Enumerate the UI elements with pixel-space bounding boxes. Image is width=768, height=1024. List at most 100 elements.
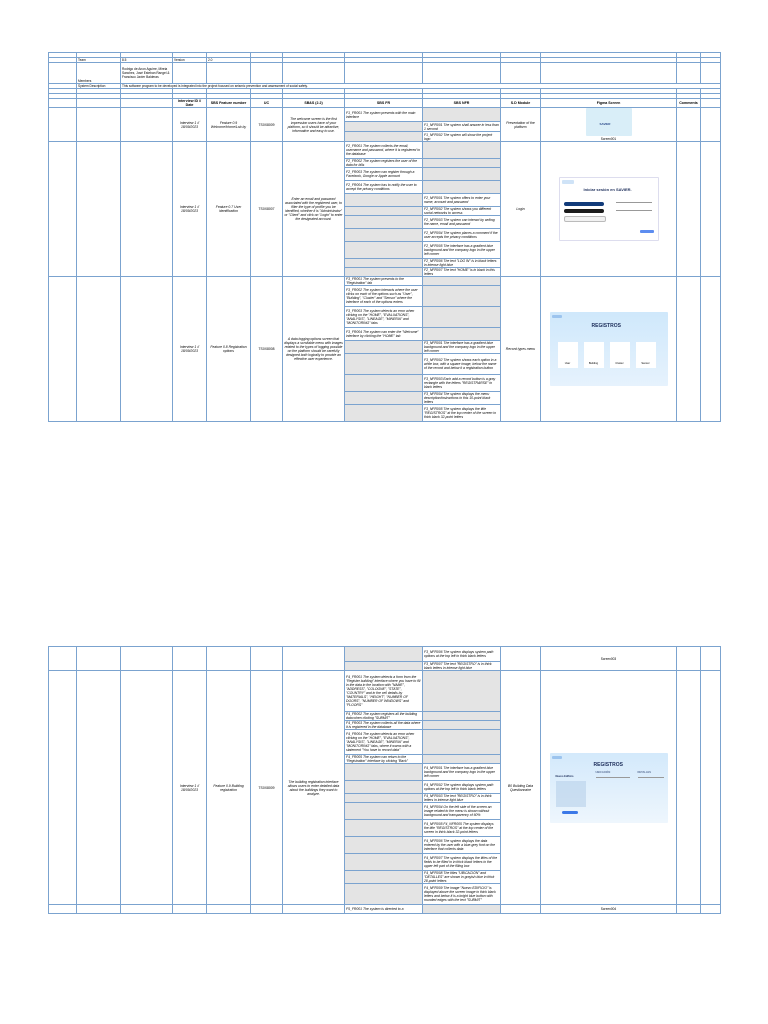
row4-nfr-8: F4_NFR009 The image "Nuevo EDIFICIO" is … [422,883,501,905]
row2-nfr-3: F2_NFR004 The system places a comment if… [422,228,501,242]
social-login-button-1 [563,202,604,206]
row2-fr-2: F2_FR003 The system can register through… [344,167,423,181]
header-uc: UC [250,98,283,108]
header-feature: SBS Feature number [206,98,251,108]
header-sbs: SB&S (2.2) [282,98,345,108]
logo-icon [551,755,562,759]
row2-nfr-0: F2_NFR001 The system offers to enter you… [422,193,501,207]
row3-fr-0: F3_FR001 The system presents to the "Reg… [344,276,423,286]
row3-module: Record types menu [500,276,541,422]
figma-screenshot-login: Iniciar sesión en SAVIER. [558,177,659,241]
row5-fr-0: F5_FR001 The system is directed to a [344,904,423,914]
detalles-heading: DETALLES [637,770,652,774]
row3-fr-3: F3_FR004 The system can enter the "Welco… [344,327,423,341]
row4-screen-caption: Screen004 [540,904,677,914]
row2-interview: Interview 1 // 18/09/2023 [172,141,207,277]
row4-nfr-2: F4_NFR003 The text "REGISTRO" is in thic… [422,793,501,803]
row4-nfr-1: F4_NFR002 The system displays system pat… [422,780,501,794]
row3-feature: Feature 0.8 Registration options [206,276,251,422]
row1-figma-cell: SAVIER Screen001 [540,107,677,142]
row3-interview: Interview 1 // 18/09/2023 [172,276,207,422]
row2-fr-3: F2_FR004 The system has to notify the us… [344,180,423,194]
requirements-table-page-1: Team 8.5 Version 2.0 Members Rodrigo de … [48,52,721,422]
header-interview: Interview ID // Date [172,98,207,108]
row4-fr-3: F4_FR004 The system detects an error whe… [344,729,423,755]
header-fr: SBS FR [344,98,423,108]
row2-fr-0: F2_FR001 The system collects the email, … [344,141,423,159]
detalles-fields [637,776,664,814]
option-card-cluster: Cluster [609,342,630,368]
members-value: Rodrigo de Anon Aguirre, Mireia Sanchez,… [120,62,173,84]
option-card-user: User [557,342,578,368]
row3-sbs: A data logging options screen that displ… [282,276,345,422]
row2-sbs: Enter an email and password associated w… [282,141,345,277]
header-nfr: SBS NFR [422,98,501,108]
figma-screenshot-registros: REGISTROS User Building Cluster Sensor [549,312,668,386]
building-registros-title: REGISTROS [593,761,623,768]
row2-nfr-4: F2_NFR005 The interface has a gradient b… [422,241,501,259]
row2-fr-1: F2_FR002 The system registers the user o… [344,158,423,168]
ubicacion-heading: UBICACIÓN [595,770,611,774]
header-module: S.D Module [500,98,541,108]
row3-fr-2: F3_FR003 The system detects an error whe… [344,306,423,328]
row3-nfr-1: F3_NFR002 The system shows each option i… [422,353,501,375]
document-page-1: Team 8.5 Version 2.0 Members Rodrigo de … [48,52,721,422]
row4-nfr-6: F4_NFR007 The system displays the titles… [422,853,501,871]
row3-fr-1: F3_FR002 The system interacts where the … [344,285,423,307]
row4-fr-0: F4_FR001 The system detects a form from … [344,670,423,712]
row4-nfr-4: F4_NFR005 F4_NFR005 The system displays … [422,819,501,837]
row2-nfr-2: F2_NFR003 The system can interact by wri… [422,215,501,229]
ubicacion-fields [595,776,630,814]
option-card-building: Building [583,342,604,368]
submit-button [561,810,578,814]
row4-nfr-3: F4_NFR004 On the left side of the screen… [422,802,501,820]
p2-top-nfr-0: F3_NFR006 The system displays system pat… [422,646,501,662]
row1-nfr-1: F1_NFR002 The system will show the proje… [422,131,501,142]
row1-fr-0: F1_FR001 The system presents with the ma… [344,106,423,123]
row2-figma-cell: Iniciar sesión en SAVIER. [540,141,677,277]
row2-module: Login [500,141,541,277]
row1-interview: Interview 1 // 18/09/2023 [172,107,207,142]
row4-nfr-7: F4_NFR008 The titles "UBICACIÓN" and "DE… [422,870,501,884]
table-row: Interview 1 // 18/09/2023 Feature 0.7 Us… [48,141,721,277]
password-field [615,210,652,211]
row3-nfr-0: F3_NFR001 The interface has a gradient b… [422,340,501,354]
p2-top-caption: Screen003 [540,646,677,671]
table-row: Interview 1 // 18/09/2023 Feature 0.9 Bu… [48,670,721,905]
option-card-sensor: Sensor [635,342,656,368]
row3-figma-cell: REGISTROS User Building Cluster Sensor [540,276,677,422]
row4-nfr-0: F4_NFR001 The interface has a gradient b… [422,763,501,781]
row1-uc: TS0X8009 [250,107,283,142]
row2-nfr-1: F2_NFR002 The system shows you different… [422,206,501,216]
login-submit-button [639,230,654,233]
row4-uc: TS0X8009 [250,670,283,905]
row1-sbs: The welcome screen is the first impressi… [282,107,345,142]
figma-screenshot-building-registration: REGISTROS UBICACIÓN DETALLES Nuevo Edifi… [549,752,668,823]
row2-feature: Feature 0.7 User identification [206,141,251,277]
row3-nfr-3: F3_NFR004 The system displays the menu d… [422,391,501,405]
social-login-button-3 [563,216,606,222]
row3-uc: TS0X8008 [250,276,283,422]
login-title: Iniciar sesión en SAVIER. [583,187,632,192]
row4-interview: Interview 1 // 18/09/2023 [172,670,207,905]
row4-module: B0 Building Data Questionnaire [500,670,541,905]
row2-nfr-6: F2_NFR007 The text "HOME" is in black in… [422,267,501,277]
table-row: Interview 1 // 18/09/2023 Feature 0.8 Re… [48,276,721,422]
row4-feature: Feature 0.9 Building registration [206,670,251,905]
p2-top-nfr-1: F3_NFR007 The text "REGISTRO" is in thic… [422,661,501,671]
registros-title: REGISTROS [591,323,621,329]
row4-fr-1: F4_FR002 The system registers all the bu… [344,711,423,721]
figma-screenshot-welcome: SAVIER [585,108,632,136]
members-label: Members [76,62,121,84]
requirements-table-page-2: F3_NFR006 The system displays system pat… [48,646,721,914]
email-field [615,202,652,203]
logo-icon [561,180,574,184]
row2-uc: TS0X8007 [250,141,283,277]
row4-sbs: The building registration interface allo… [282,670,345,905]
document-page-2: F3_NFR006 The system displays system pat… [0,640,768,1024]
row1-feature: Feature 0.9 Welcome/Home/Lob by [206,107,251,142]
row4-fr-4: F4_FR005 The system can return to the "R… [344,754,423,764]
table-row: Interview 1 // 18/09/2023 Feature 0.9 We… [48,106,721,142]
row4-figma-cell: REGISTROS UBICACIÓN DETALLES Nuevo Edifi… [540,670,677,905]
savier-logo: SAVIER [599,122,611,126]
